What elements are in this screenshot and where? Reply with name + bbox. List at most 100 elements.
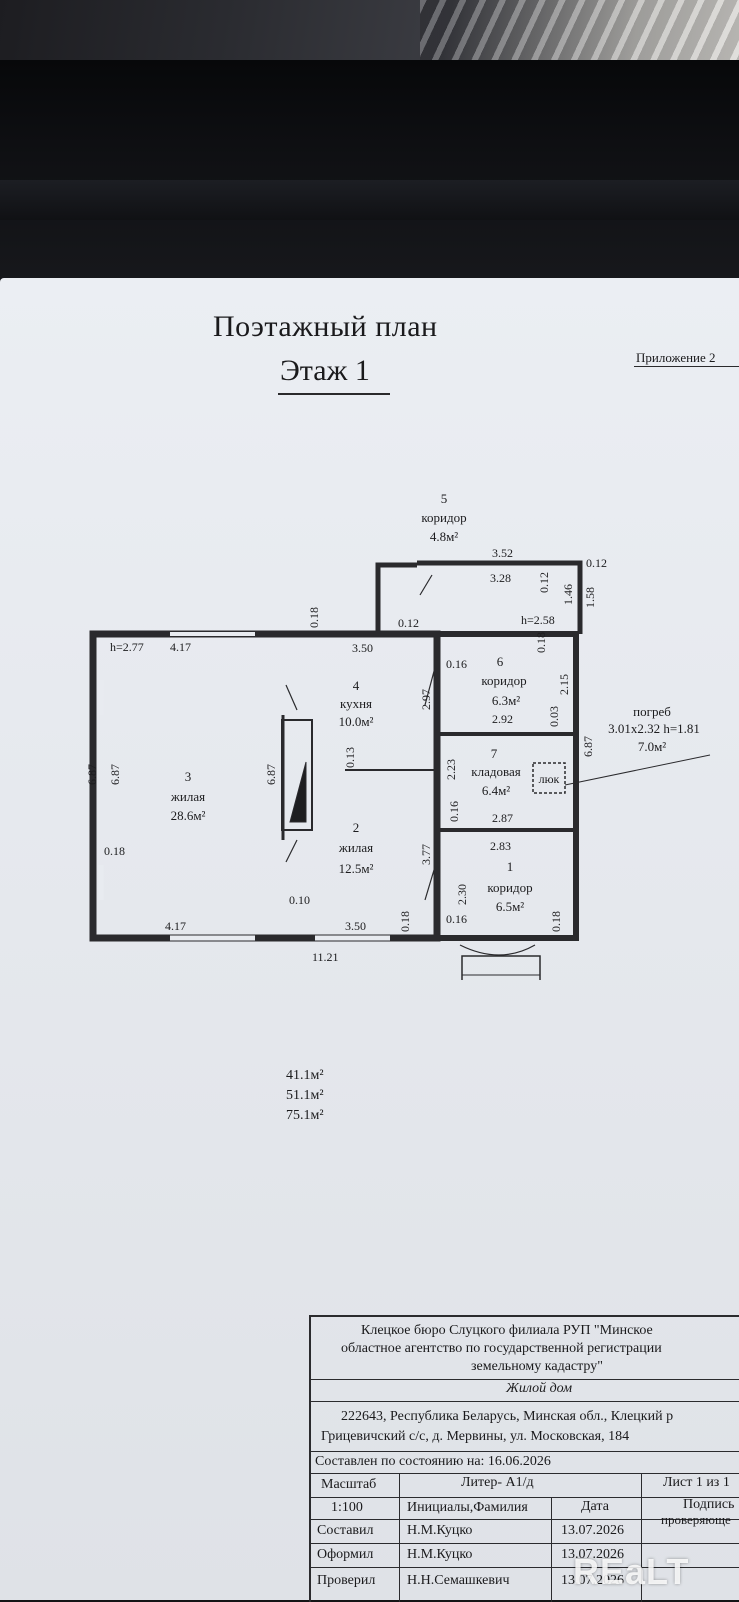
dim-left-inner: 6.87 [108, 764, 122, 785]
col-name: Инициалы,Фамилия [407, 1500, 528, 1515]
dim-left-outer: 6.87 [85, 764, 99, 785]
dim-r2-wall: 0.10 [289, 893, 310, 907]
title-block: Клецкое бюро Слуцкого филиала РУП "Минск… [309, 1315, 739, 1602]
realt-watermark-logo: REaLT [573, 1551, 690, 1592]
col-liter: Литер- А1/д [461, 1475, 534, 1490]
ceiling-height-main: h=2.77 [110, 640, 144, 654]
dim-wall-bottom: 0.18 [398, 911, 412, 932]
dim-top-left: 4.17 [170, 640, 191, 654]
stamp-object-row: Жилой дом [311, 1379, 739, 1402]
org-name-line2: областное агентство по государственной р… [341, 1341, 662, 1356]
stamp-date-row: Составлен по состоянию на: 16.06.2026 [311, 1451, 739, 1474]
date-checked: 13.07.2026 [561, 1573, 624, 1588]
date-formatted: 13.07.2026 [561, 1547, 624, 1562]
dim-bottom-mid: 3.50 [345, 919, 366, 933]
room3-name: жилая [170, 789, 205, 804]
dim-r1-side: 3.77 [419, 844, 433, 865]
room4-number: 4 [353, 678, 360, 693]
dim-r7-wall: 0.16 [447, 801, 461, 822]
dim-r1-height: 2.30 [455, 884, 469, 905]
role-formatted: Оформил [317, 1547, 374, 1562]
ceiling-height-annex: h=2.58 [521, 613, 555, 627]
dim-bottom-left: 4.17 [165, 919, 186, 933]
dim-r6-width: 2.92 [492, 712, 513, 726]
floor-label: Этаж 1 [280, 354, 370, 387]
stamp-row-checked: Проверил Н.Н.Семашкевич 13.07.2026 [311, 1567, 739, 1597]
dim-top-mid: 3.50 [352, 641, 373, 655]
porch-wall-top [417, 560, 583, 634]
annex-walls [437, 631, 579, 941]
org-name-line3: земельному кадастру" [471, 1359, 603, 1374]
role-checked: Проверил [317, 1573, 376, 1588]
dim-wall-annex-bottom: 0.18 [549, 911, 563, 932]
stamp-header-row: Масштаб Литер- А1/д Лист 1 из 1 [311, 1473, 739, 1498]
dim-r1-wall: 0.16 [446, 912, 467, 926]
dim-porch-right: 0.12 [537, 572, 551, 593]
col-scale: Масштаб [321, 1477, 377, 1492]
room1-area: 6.5м² [496, 899, 524, 914]
room4-name: кухня [340, 696, 372, 711]
plan-title: Поэтажный план [213, 310, 438, 343]
dim-porch-depth-outer: 1.58 [583, 587, 597, 608]
floor-underline [278, 393, 390, 395]
col-sign: Подпись [683, 1497, 735, 1512]
room5-area: 4.8м² [430, 529, 458, 544]
dim-partition: 0.13 [343, 747, 357, 768]
dim-porch-depth-inner: 1.46 [561, 584, 575, 605]
dim-stove: 6.87 [264, 764, 278, 785]
room7-name: кладовая [471, 764, 520, 779]
cellar-area: 7.0м² [638, 739, 666, 754]
role-composed: Составил [317, 1523, 374, 1538]
room6-number: 6 [497, 654, 504, 669]
col-date: Дата [581, 1499, 609, 1514]
room1-number: 1 [507, 859, 514, 874]
scale-value: 1:100 [331, 1500, 363, 1515]
total-usable-area: 51.1м² [286, 1088, 324, 1103]
object-type: Жилой дом [506, 1381, 573, 1396]
cellar-name: погреб [633, 704, 671, 719]
room2-name: жилая [338, 840, 373, 855]
room4-area: 10.0м² [339, 714, 374, 729]
dim-total-width: 11.21 [312, 950, 339, 964]
porch-wall-left [375, 562, 417, 634]
stamp-address-row: 222643, Республика Беларусь, Минская обл… [311, 1401, 739, 1452]
dim-wall-top: 0.18 [307, 607, 321, 628]
stamp-org-row: Клецкое бюро Слуцкого филиала РУП "Минск… [311, 1317, 739, 1380]
dim-porch-outer: 3.52 [492, 546, 513, 560]
room5-name: коридор [421, 510, 466, 525]
room6-area: 6.3м² [492, 693, 520, 708]
cellar-dims: 3.01x2.32 h=1.81 [608, 721, 700, 736]
appendix-label: Приложение 2 [636, 350, 716, 365]
dim-wall-left: 0.18 [104, 844, 125, 858]
dim-r1-width: 2.83 [490, 839, 511, 853]
address-line1: 222643, Республика Беларусь, Минская обл… [341, 1409, 674, 1424]
room5-number: 5 [441, 491, 448, 506]
address-line2: Грицевичский с/с, д. Мервины, ул. Москов… [321, 1429, 630, 1444]
main-house-walls [89, 630, 441, 942]
col-sign-2: проверяюще [661, 1512, 731, 1527]
state-as-of: Составлен по состоянию на: 16.06.2026 [315, 1454, 551, 1469]
dim-r6-wall: 0.16 [446, 657, 467, 671]
room2-area: 12.5м² [339, 861, 374, 876]
name-composed: Н.М.Куцко [407, 1523, 473, 1538]
stamp-row-composed: Составил Н.М.Куцко 13.07.2026 [311, 1519, 739, 1544]
cellar-hatch-label: люк [539, 772, 560, 786]
dim-r6-side: 2.15 [557, 674, 571, 695]
room7-area: 6.4м² [482, 783, 510, 798]
room1-name: коридор [487, 880, 532, 895]
stamp-scale-row: 1:100 Инициалы,Фамилия Дата Подпись пров… [311, 1497, 739, 1527]
name-checked: Н.Н.Семашкевич [407, 1573, 510, 1588]
room3-number: 3 [185, 769, 192, 784]
room2-number: 2 [353, 820, 360, 835]
dim-porch-inner: 3.28 [490, 571, 511, 585]
dim-r7-width: 2.87 [492, 811, 513, 825]
room6-name: коридор [481, 673, 526, 688]
dim-r7-height: 2.23 [444, 759, 458, 780]
room7-number: 7 [491, 746, 498, 761]
total-area: 75.1м² [286, 1108, 324, 1123]
name-formatted: Н.М.Куцко [407, 1547, 473, 1562]
dim-porch-wall: 0.12 [398, 616, 419, 630]
dim-porch-corner: 0.12 [586, 556, 607, 570]
room3-area: 28.6м² [171, 808, 206, 823]
org-name-line1: Клецкое бюро Слуцкого филиала РУП "Минск… [361, 1323, 653, 1338]
